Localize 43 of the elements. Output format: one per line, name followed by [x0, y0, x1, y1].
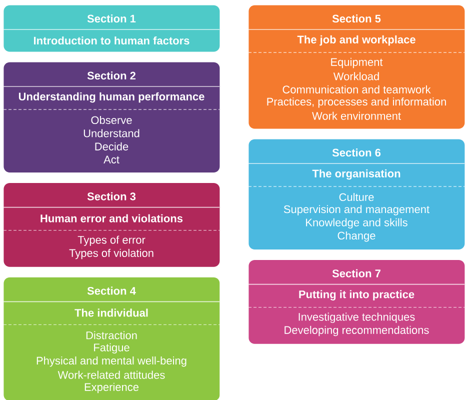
topic-item: Act: [104, 156, 120, 164]
topic-item: Experience: [84, 382, 139, 394]
topic-item: Developing recommendations: [284, 326, 429, 336]
section-card: [3, 277, 220, 400]
topic-item: Types of violation: [69, 248, 154, 260]
section-heading: Section 2: [87, 71, 136, 80]
topic-item: Work environment: [312, 112, 401, 120]
topic-item: Supervision and management: [284, 205, 430, 216]
topic-item: Culture: [339, 192, 374, 202]
section-card: [248, 5, 465, 129]
section-heading: Section 1: [87, 14, 136, 23]
section-title: The job and workplace: [297, 35, 416, 46]
topic-item: Workload: [333, 72, 379, 80]
section-heading: Section 5: [332, 14, 381, 23]
section-card: [3, 5, 220, 52]
topic-item: Understand: [84, 129, 140, 138]
section-card: [3, 62, 220, 172]
topic-item: Physical and mental well-being: [36, 356, 186, 367]
section-heading: Section 3: [87, 192, 136, 200]
topic-item: Work-related attitudes: [58, 370, 165, 379]
section-heading: Section 4: [87, 286, 136, 295]
topic-item: Equipment: [331, 58, 383, 68]
topic-item: Investigative techniques: [298, 312, 415, 323]
section-heading: Section 6: [332, 148, 381, 157]
section-card: [3, 183, 220, 267]
topic-item: Observe: [91, 116, 132, 124]
section-title: The organisation: [312, 169, 400, 180]
section-title: Putting it into practice: [299, 290, 414, 300]
topic-item: Decide: [95, 142, 128, 150]
topic-item: Practices, processes and information: [267, 97, 446, 108]
topic-item: Fatigue: [94, 343, 130, 354]
topic-item: Distraction: [86, 331, 137, 340]
section-heading: Section 7: [332, 269, 380, 278]
section-title: Human error and violations: [40, 214, 183, 222]
topic-item: Change: [338, 231, 376, 242]
section-title: The individual: [74, 308, 148, 317]
section-card: [248, 139, 465, 250]
topic-item: Types of error: [78, 236, 146, 246]
section-title: Understanding human performance: [18, 92, 204, 103]
section-title: Introduction to human factors: [34, 36, 190, 45]
topic-item: Knowledge and skills: [306, 218, 408, 229]
topic-item: Communication and teamwork: [282, 85, 431, 94]
section-card: [248, 260, 465, 344]
